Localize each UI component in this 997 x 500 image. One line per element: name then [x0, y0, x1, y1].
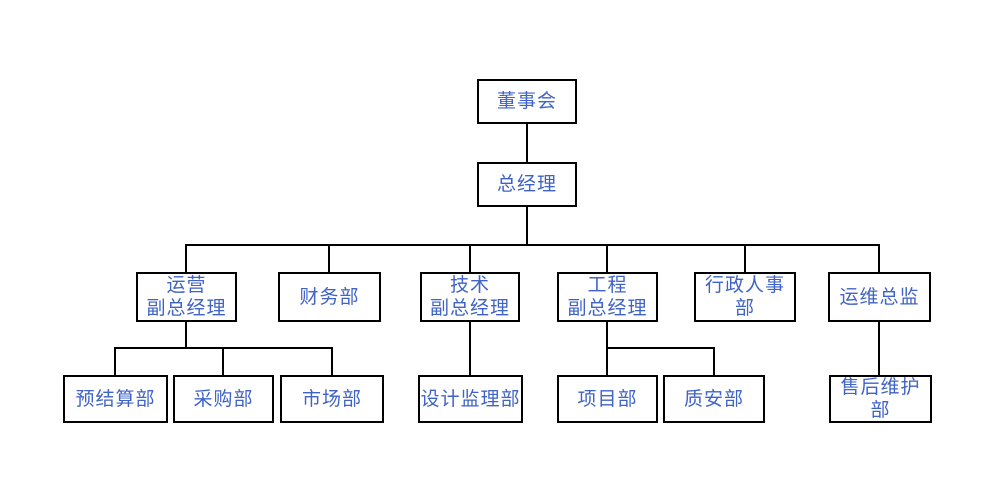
org-node-design-supervision-dept: 设计监理部 [418, 375, 523, 423]
connector-eng-to-bus [606, 322, 608, 347]
org-node-board-of-directors: 董事会 [477, 79, 577, 124]
connector-gm-to-bus [526, 207, 528, 244]
connector-drop-ops [185, 244, 187, 272]
connector-board-to-gm [526, 124, 528, 162]
org-node-operations-deputy-gm: 运营 副总经理 [136, 272, 237, 322]
connector-drop-quality [713, 347, 715, 375]
connector-drop-marketing [331, 347, 333, 375]
org-node-admin-hr-dept: 行政人事部 [694, 272, 796, 322]
connector-drop-adminhr [744, 244, 746, 272]
org-node-aftersales-maintenance-dept: 售后维护部 [829, 375, 932, 423]
connector-drop-om [878, 244, 880, 272]
connector-drop-presettle [114, 347, 116, 375]
connector-drop-eng [606, 244, 608, 272]
connector-drop-procure [222, 347, 224, 375]
connector-om-to-aftersales [878, 322, 880, 375]
connector-eng-children-bus [606, 347, 715, 349]
org-node-engineering-deputy-gm: 工程 副总经理 [557, 272, 658, 322]
connector-level3-bus [186, 244, 880, 246]
org-node-om-director: 运维总监 [828, 272, 931, 322]
connector-drop-tech [469, 244, 471, 272]
connector-drop-finance [328, 244, 330, 272]
org-node-general-manager: 总经理 [477, 162, 577, 207]
org-node-finance-dept: 财务部 [278, 272, 381, 322]
org-node-pre-settlement-dept: 预结算部 [63, 375, 168, 423]
org-node-procurement-dept: 采购部 [173, 375, 274, 423]
org-node-technical-deputy-gm: 技术 副总经理 [420, 272, 520, 322]
org-node-project-dept: 项目部 [557, 375, 658, 423]
connector-tech-to-design [469, 322, 471, 375]
connector-drop-project [606, 347, 608, 375]
org-node-quality-safety-dept: 质安部 [663, 375, 765, 423]
connector-ops-to-bus [185, 322, 187, 347]
org-node-marketing-dept: 市场部 [280, 375, 384, 423]
